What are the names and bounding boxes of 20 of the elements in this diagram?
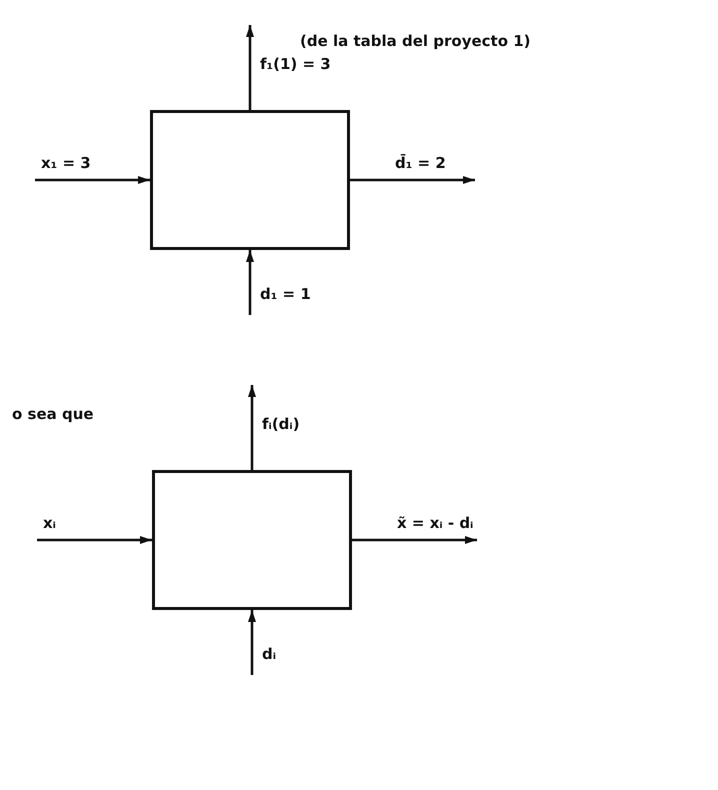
edge-label: d₁ = 1 bbox=[260, 285, 311, 303]
arrow bbox=[246, 250, 254, 315]
edge-label: xᵢ bbox=[43, 514, 56, 532]
arrow bbox=[37, 536, 152, 544]
arrow bbox=[35, 176, 150, 184]
process-box bbox=[150, 110, 350, 250]
note-text: o sea que bbox=[12, 405, 94, 423]
arrow bbox=[246, 25, 254, 110]
arrow bbox=[248, 385, 256, 470]
arrow bbox=[352, 536, 477, 544]
edge-label: x̃ = xᵢ - dᵢ bbox=[397, 514, 474, 532]
edge-label: d̄₁ = 2 bbox=[395, 154, 446, 172]
edge-label: fᵢ(dᵢ) bbox=[262, 415, 300, 433]
arrow bbox=[248, 610, 256, 675]
edge-label: f₁(1) = 3 bbox=[260, 55, 331, 73]
arrow bbox=[350, 176, 475, 184]
process-box bbox=[152, 470, 352, 610]
note-text: (de la tabla del proyecto 1) bbox=[300, 32, 531, 50]
edge-label: dᵢ bbox=[262, 645, 276, 663]
edge-label: x₁ = 3 bbox=[41, 154, 91, 172]
